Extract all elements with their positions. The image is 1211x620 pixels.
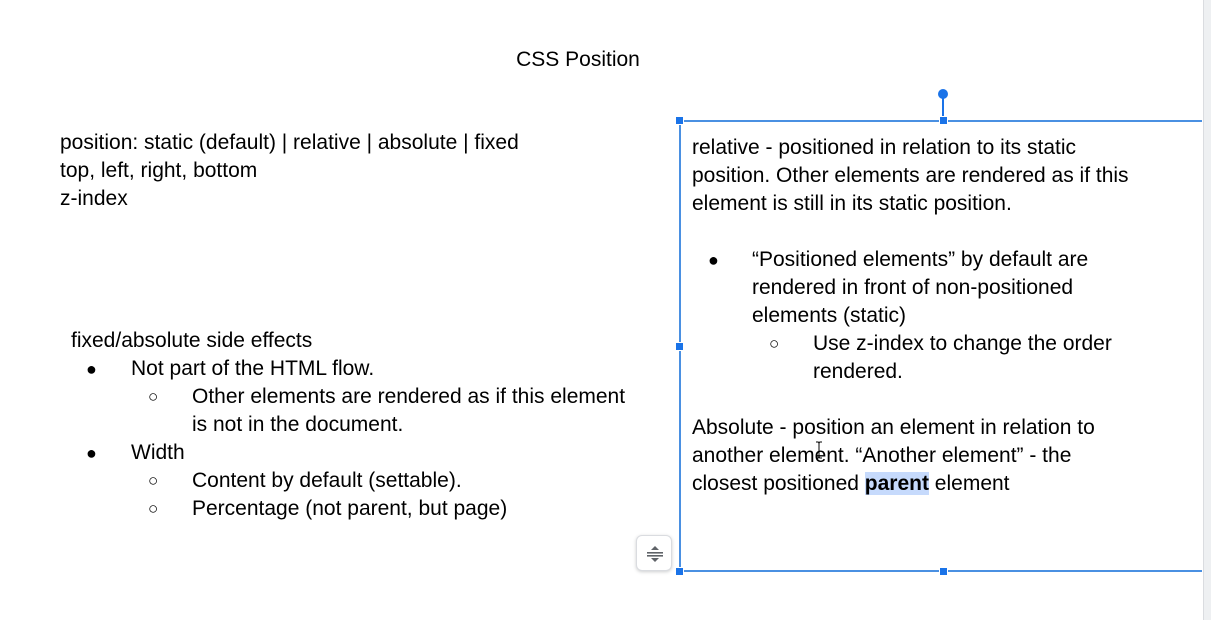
resize-handle-bottom-left[interactable] [675, 567, 684, 576]
list-item: ● Width [71, 439, 625, 467]
syntax-block: position: static (default) | relative | … [60, 129, 519, 213]
sub-list-item: ○ Use z-index to change the order render… [692, 330, 1192, 386]
syntax-line: top, left, right, bottom [60, 159, 258, 182]
blank-line [692, 386, 1192, 414]
document-title: CSS Position [516, 48, 640, 71]
resize-handle-left[interactable] [675, 342, 684, 351]
blank-line [692, 218, 1192, 246]
sub-bullet-line: Use z-index to change the order [813, 332, 1112, 355]
list-item: ● “Positioned elements” by default are r… [692, 246, 1192, 330]
selected-text-box[interactable]: relative - positioned in relation to its… [679, 120, 1207, 572]
relative-line: position. Other elements are rendered as… [692, 164, 1129, 187]
bullet-icon: ● [86, 359, 97, 379]
sub-list-item: ○ Percentage (not parent, but page) [71, 495, 625, 523]
page-scroll-edge [1203, 0, 1211, 620]
sub-bullet-icon: ○ [148, 499, 159, 518]
list-item: ● Not part of the HTML flow. [71, 355, 625, 383]
expand-collapse-icon [647, 546, 663, 562]
side-effects-heading: fixed/absolute side effects [71, 329, 313, 352]
relative-line: element is still in its static position. [692, 192, 1012, 215]
resize-handle-bottom[interactable] [939, 567, 948, 576]
sub-bullet-line: rendered. [813, 360, 903, 383]
syntax-line: position: static (default) | relative | … [60, 131, 519, 154]
list-item-text: Not part of the HTML flow. [131, 357, 375, 380]
text-cursor-icon [816, 441, 822, 459]
sub-list-item: ○ Content by default (settable). [71, 467, 625, 495]
sub-list-item-continuation: is not in the document. [71, 411, 625, 439]
absolute-line-last: closest positioned parent element [692, 470, 1192, 498]
sub-list-item-text: Content by default (settable). [192, 469, 462, 492]
absolute-line-end: element [928, 472, 1010, 495]
absolute-line: another element. “Another element” - the [692, 444, 1072, 467]
sub-list-item-text: Other elements are rendered as if this e… [192, 385, 626, 408]
text-box-content[interactable]: relative - positioned in relation to its… [692, 134, 1192, 498]
absolute-line-start: closest positioned [692, 472, 865, 495]
rotation-handle[interactable] [938, 89, 948, 99]
rotation-handle-stem [942, 98, 944, 118]
bullet-line: rendered in front of non-positioned [752, 276, 1074, 299]
list-item-text: Width [131, 441, 185, 464]
bullet-icon: ● [86, 443, 97, 463]
bullet-line: “Positioned elements” by default are [752, 248, 1089, 271]
resize-handle-top[interactable] [939, 116, 948, 125]
sub-list-item: ○ Other elements are rendered as if this… [71, 383, 625, 411]
highlighted-word[interactable]: parent [864, 472, 929, 495]
sub-bullet-icon: ○ [148, 471, 159, 490]
relative-line: relative - positioned in relation to its… [692, 136, 1077, 159]
absolute-line: Absolute - position an element in relati… [692, 416, 1095, 439]
bullet-icon: ● [708, 250, 719, 270]
sub-bullet-icon: ○ [769, 334, 780, 353]
sub-list-item-text: is not in the document. [192, 413, 404, 436]
resize-handle-top-left[interactable] [675, 116, 684, 125]
side-effects-section: fixed/absolute side effects ● Not part o… [71, 327, 625, 523]
sub-list-item-text: Percentage (not parent, but page) [192, 497, 508, 520]
syntax-line: z-index [60, 187, 128, 210]
expand-collapse-button[interactable] [636, 535, 672, 571]
sub-bullet-icon: ○ [148, 387, 159, 406]
bullet-line: elements (static) [752, 304, 907, 327]
